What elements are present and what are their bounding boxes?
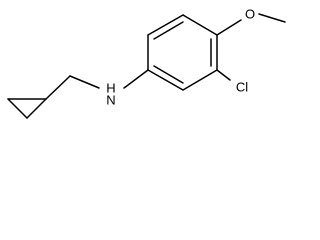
oxygen-to-methyl-bond	[258, 13, 286, 23]
ring-to-chlorine-bond	[216, 69, 231, 81]
oxygen-label: O	[245, 7, 255, 22]
methylene-to-nitrogen-bond	[69, 75, 100, 89]
nitrogen-to-ring-bond	[123, 69, 149, 89]
nitrogen-hydrogen-label: H	[106, 81, 115, 96]
benzene-bond-5	[182, 69, 218, 91]
nitrogen-label: N	[106, 93, 115, 108]
chemical-structure-diagram: H N Cl O	[7, 7, 286, 119]
benzene-bond-3	[182, 14, 218, 36]
benzene-double-bond-3	[153, 65, 184, 84]
cyclopropyl-bond-2	[7, 98, 28, 119]
cyclopropyl-bond-3	[26, 98, 47, 119]
ring-to-oxygen-bond	[216, 19, 242, 36]
chlorine-label: Cl	[236, 80, 248, 95]
benzene-bond-6	[147, 69, 184, 91]
benzene-double-bond-1	[153, 21, 184, 40]
ring-to-methylene-bond	[45, 75, 71, 100]
benzene-bond-2	[147, 14, 184, 36]
